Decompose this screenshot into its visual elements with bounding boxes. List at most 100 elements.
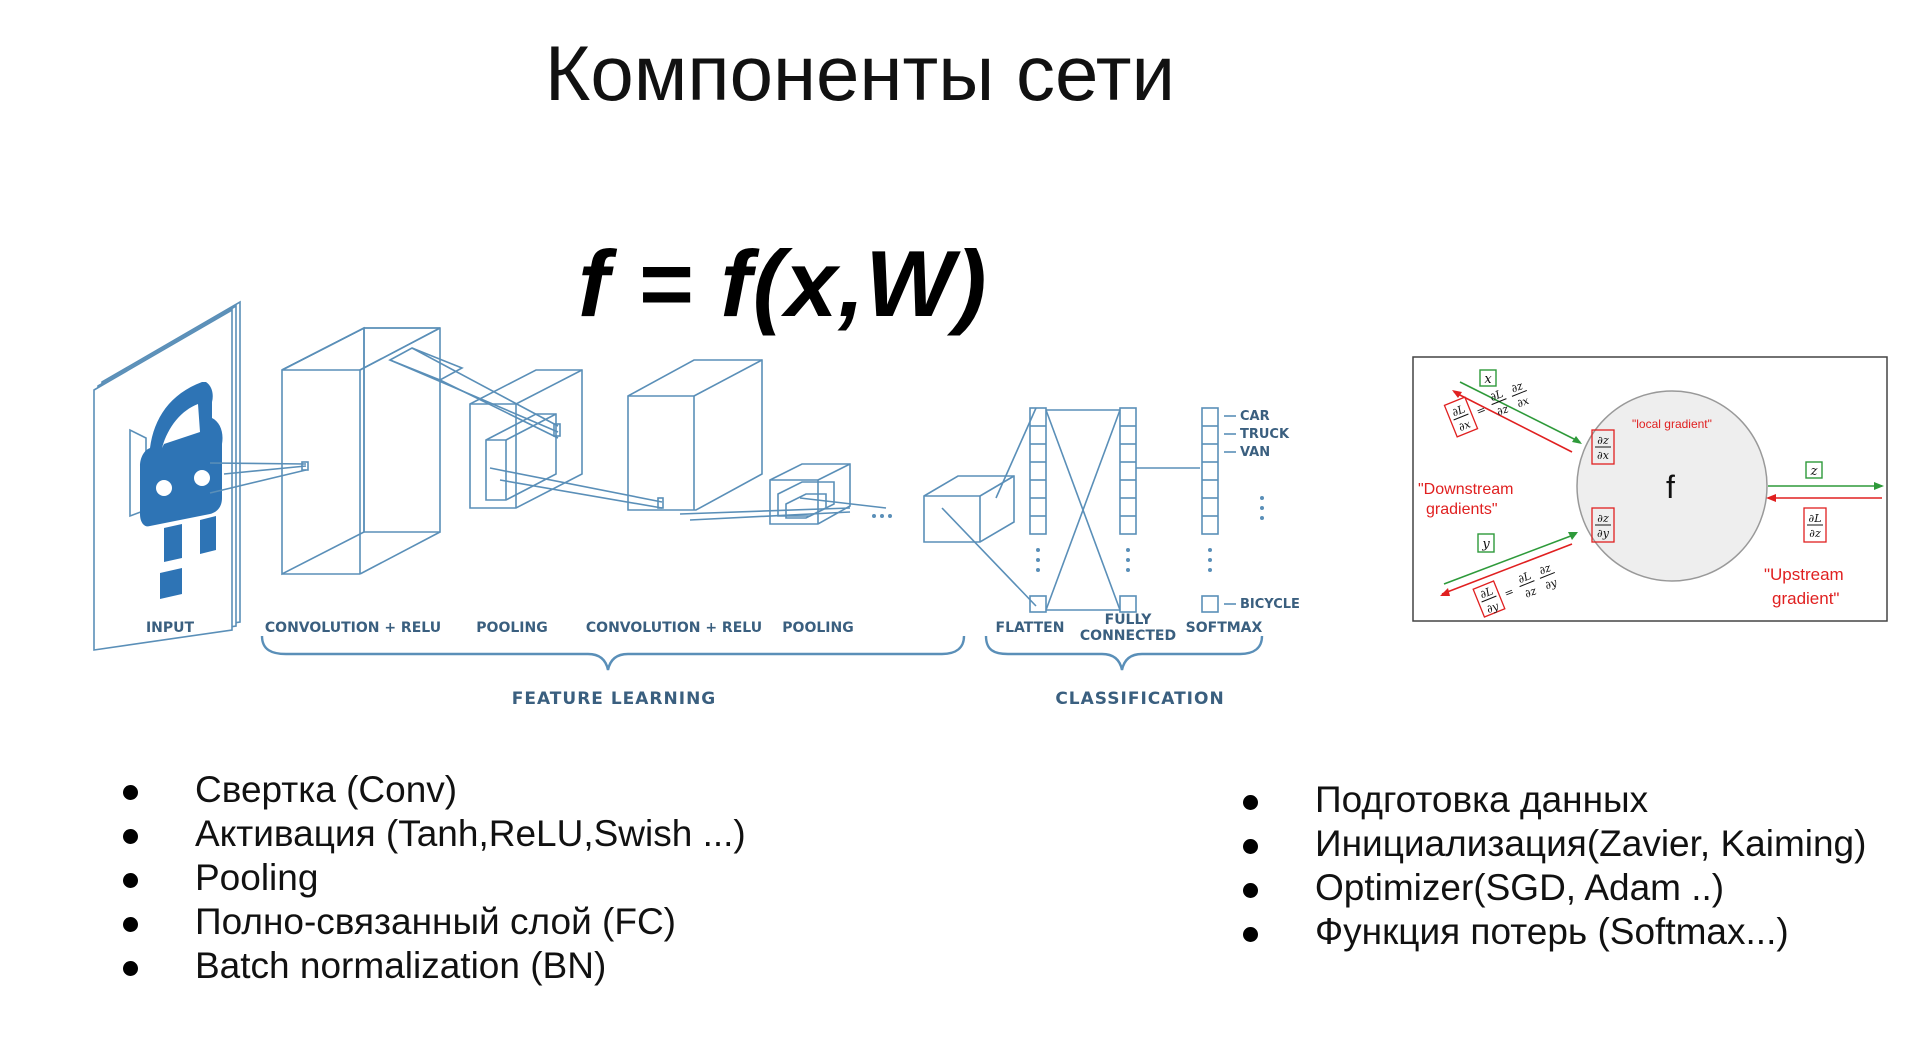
list-item: Batch normalization (BN) (123, 944, 746, 988)
pool1-block (469, 369, 583, 509)
svg-text:∂y: ∂y (1597, 527, 1610, 540)
local-gradient-label: "local gradient" (1632, 417, 1712, 431)
input-x-box: x (1479, 369, 1497, 387)
list-item: Pooling (123, 856, 746, 900)
list-item: Функция потерь (Softmax...) (1243, 910, 1866, 954)
list-item-text: Pooling (195, 857, 319, 898)
input-x-label: x (1484, 372, 1492, 387)
bullet-icon (1243, 839, 1258, 854)
stage-label-conv1: CONVOLUTION + RELU (265, 620, 441, 636)
svg-text:=: = (1502, 585, 1515, 601)
svg-text:∂z: ∂z (1495, 402, 1511, 418)
flatten-column (1029, 407, 1047, 613)
downstream-label-1: "Downstream (1418, 481, 1513, 498)
list-item-text: Свертка (Conv) (195, 769, 458, 810)
left-bullet-list: Свертка (Conv) Активация (Tanh,ReLU,Swis… (123, 768, 746, 988)
list-item-text: Инициализация(Zavier, Kaiming) (1315, 823, 1867, 864)
bullet-icon (123, 961, 138, 976)
flatten-block (923, 407, 1037, 607)
output-z-label: z (1810, 464, 1818, 479)
bullet-icon (123, 873, 138, 888)
downstream-grad-dldy (1472, 580, 1506, 618)
classification-brace (984, 635, 1264, 671)
backward-arrow-x (1453, 391, 1573, 453)
bullet-icon (1243, 883, 1258, 898)
upstream-label-1: "Upstream (1764, 565, 1844, 584)
stage-label-pool1: POOLING (476, 620, 547, 636)
bullet-icon (123, 917, 138, 932)
svg-text:∂z: ∂z (1537, 561, 1553, 577)
svg-text:∂x: ∂x (1457, 417, 1474, 434)
svg-text:∂z: ∂z (1523, 584, 1539, 600)
conv2-block (627, 359, 763, 511)
output-z-box: z (1805, 461, 1823, 479)
svg-text:∂L: ∂L (1450, 403, 1467, 420)
cnn-architecture-diagram: INPUT CONVOLUTION + RELU POOLING CONVOLU… (93, 300, 1300, 709)
list-item: Активация (Tanh,ReLU,Swish ...) (123, 812, 746, 856)
svg-text:∂z: ∂z (1509, 379, 1525, 395)
forward-arrow-x (1459, 381, 1581, 443)
class-label-bicycle: BICYCLE (1240, 597, 1300, 612)
car-icon (129, 382, 223, 599)
svg-text:∂L: ∂L (1488, 387, 1505, 404)
upstream-grad-dldz (1803, 507, 1827, 543)
conv1-block (281, 326, 441, 576)
stage-label-fully: FULLY (1105, 612, 1153, 628)
fully-connected-column (1119, 407, 1137, 613)
list-item-text: Подготовка данных (1315, 779, 1649, 820)
stage-label-connected: CONNECTED (1080, 628, 1176, 644)
svg-text:∂z: ∂z (1809, 527, 1821, 540)
list-item-text: Активация (Tanh,ReLU,Swish ...) (195, 813, 746, 854)
svg-text:∂z: ∂z (1597, 512, 1609, 525)
list-item: Optimizer(SGD, Adam ..) (1243, 866, 1866, 910)
svg-text:∂z: ∂z (1597, 434, 1609, 447)
backward-arrow-y (1441, 543, 1573, 595)
group-label-classification: CLASSIFICATION (1055, 689, 1224, 709)
list-item-text: Функция потерь (Softmax...) (1315, 911, 1789, 952)
list-item: Инициализация(Zavier, Kaiming) (1243, 822, 1867, 866)
svg-text:∂L: ∂L (1809, 512, 1822, 525)
function-node (1576, 390, 1768, 582)
list-item-text: Batch normalization (BN) (195, 945, 607, 986)
local-grad-dzdy (1591, 507, 1615, 543)
downstream-label-2: gradients" (1426, 501, 1498, 518)
input-y-label: y (1481, 537, 1490, 552)
svg-text:∂y: ∂y (1543, 576, 1560, 593)
bullet-icon (1243, 927, 1258, 942)
svg-text:∂y: ∂y (1485, 599, 1502, 616)
right-bullet-list: Подготовка данных Инициализация(Zavier, … (1243, 778, 1867, 954)
pool2-block (769, 463, 851, 525)
svg-text:=: = (1474, 403, 1487, 419)
softmax-column (1201, 407, 1236, 613)
group-label-feature-learning: FEATURE LEARNING (512, 689, 717, 709)
formula: f = f(x,W) (578, 231, 988, 336)
list-item: Подготовка данных (1243, 778, 1866, 822)
downstream-grad-dldx (1443, 396, 1479, 438)
stage-label-input: INPUT (146, 620, 195, 636)
forward-arrow-y (1443, 533, 1577, 585)
list-item: Свертка (Conv) (123, 768, 746, 812)
slide-title: Компоненты сети (544, 29, 1176, 117)
class-label-van: VAN (1240, 445, 1270, 460)
function-node-label: f (1666, 469, 1675, 505)
backprop-diagram: f "local gradient" x y z ∂z∂x (1412, 356, 1888, 622)
bullet-icon (1243, 795, 1258, 810)
class-label-car: CAR (1240, 409, 1270, 424)
stage-label-conv2: CONVOLUTION + RELU (586, 620, 762, 636)
class-label-truck: TRUCK (1240, 427, 1290, 442)
svg-text:∂x: ∂x (1515, 394, 1532, 411)
feature-learning-brace (260, 635, 966, 671)
stage-label-pool2: POOLING (782, 620, 853, 636)
upstream-label-2: gradient" (1772, 589, 1839, 608)
svg-text:∂L: ∂L (1478, 585, 1495, 602)
local-grad-dzdx (1591, 429, 1615, 465)
stage-label-softmax: SOFTMAX (1186, 620, 1263, 636)
list-item-text: Optimizer(SGD, Adam ..) (1315, 867, 1725, 908)
bullet-icon (123, 785, 138, 800)
list-item-text: Полно-связанный слой (FC) (195, 901, 676, 942)
svg-text:∂x: ∂x (1597, 449, 1610, 462)
input-y-box: y (1477, 533, 1495, 553)
list-item: Полно-связанный слой (FC) (123, 900, 746, 944)
bullet-icon (123, 829, 138, 844)
svg-text:∂L: ∂L (1516, 569, 1533, 586)
